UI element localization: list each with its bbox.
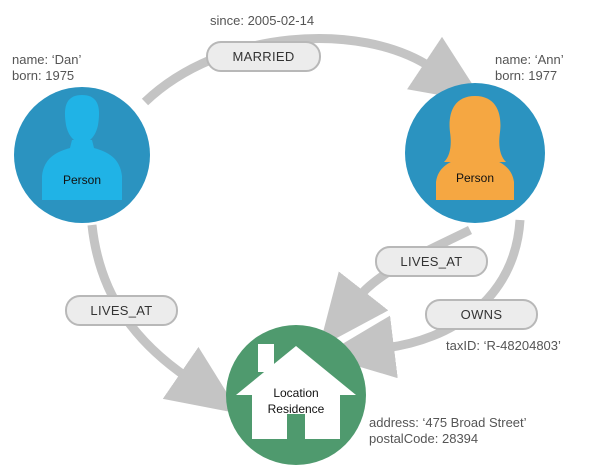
- node-dan[interactable]: Person: [14, 87, 150, 223]
- rel-owns-label[interactable]: OWNS: [425, 299, 538, 330]
- edge-married[interactable]: [141, 34, 485, 106]
- owns-prop-taxid: taxID: ‘R-48204803’: [446, 338, 561, 353]
- person-silhouette-icon: [42, 95, 122, 200]
- rel-married-label[interactable]: MARRIED: [206, 41, 321, 72]
- rel-ann-lives-at-label[interactable]: LIVES_AT: [375, 246, 488, 277]
- node-ann-label: Person: [456, 171, 494, 185]
- rel-married-text: MARRIED: [232, 49, 294, 64]
- node-residence[interactable]: Location Residence: [226, 325, 366, 465]
- residence-prop-address: address: ‘475 Broad Street’: [369, 415, 527, 430]
- married-prop-since: since: 2005-02-14: [210, 13, 314, 28]
- rel-ann-lives-at-text: LIVES_AT: [400, 254, 462, 269]
- node-residence-label-residence: Residence: [268, 402, 325, 416]
- dan-prop-born: born: 1975: [12, 68, 74, 83]
- ann-prop-born: born: 1977: [495, 68, 557, 83]
- rel-owns-text: OWNS: [461, 307, 503, 322]
- residence-prop-postalcode: postalCode: 28394: [369, 431, 478, 446]
- person-silhouette-icon: [436, 96, 514, 200]
- house-icon: [236, 344, 356, 439]
- dan-prop-name: name: ‘Dan’: [12, 52, 81, 67]
- rel-dan-lives-at-text: LIVES_AT: [90, 303, 152, 318]
- node-ann[interactable]: Person: [405, 83, 545, 223]
- rel-dan-lives-at-label[interactable]: LIVES_AT: [65, 295, 178, 326]
- node-residence-label-location: Location: [273, 386, 318, 400]
- node-dan-label: Person: [63, 173, 101, 187]
- ann-prop-name: name: ‘Ann’: [495, 52, 564, 67]
